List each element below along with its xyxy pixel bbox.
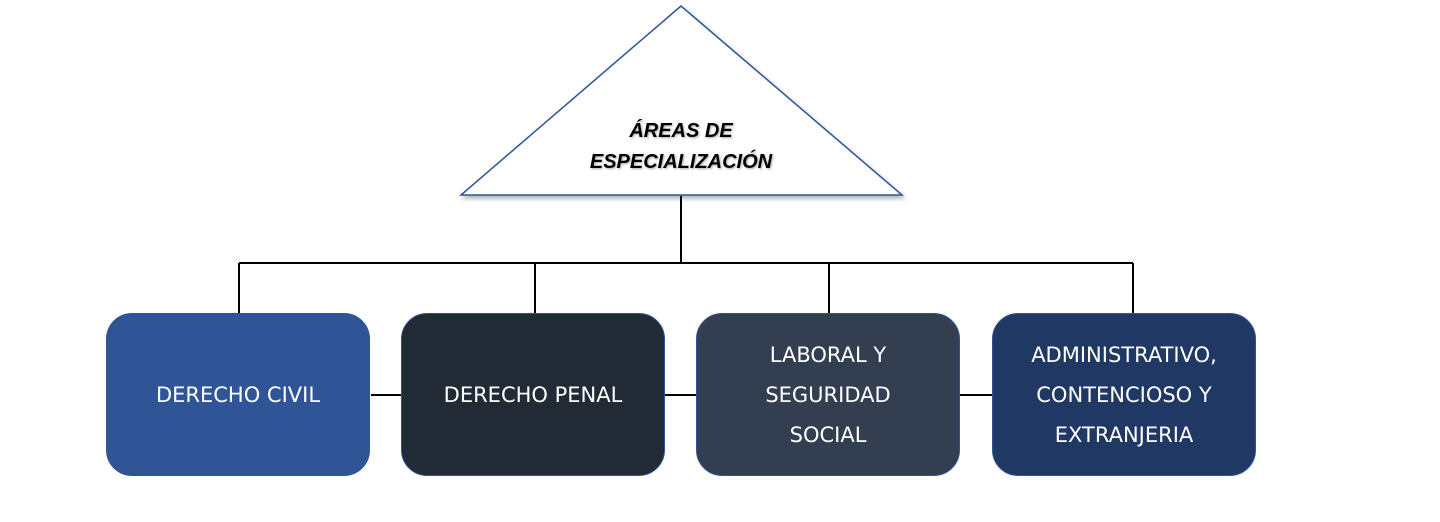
area-label: ADMINISTRATIVO, CONTENCIOSO Y EXTRANJERI… <box>1031 342 1217 447</box>
area-box-laboral: LABORAL Y SEGURIDAD SOCIAL <box>696 313 960 476</box>
diagram-title: ÁREAS DE ESPECIALIZACIÓN <box>540 116 822 178</box>
area-box-penal: DERECHO PENAL <box>401 313 665 476</box>
area-box-civil: DERECHO CIVIL <box>106 313 370 476</box>
title-line-2: ESPECIALIZACIÓN <box>589 151 773 173</box>
title-triangle <box>458 5 905 196</box>
area-label: LABORAL Y SEGURIDAD SOCIAL <box>765 342 891 447</box>
area-label: DERECHO CIVIL <box>155 382 321 407</box>
area-box-administrativo: ADMINISTRATIVO, CONTENCIOSO Y EXTRANJERI… <box>992 313 1256 476</box>
area-label: DERECHO PENAL <box>443 382 623 407</box>
title-line-1: ÁREAS DE <box>629 120 733 142</box>
